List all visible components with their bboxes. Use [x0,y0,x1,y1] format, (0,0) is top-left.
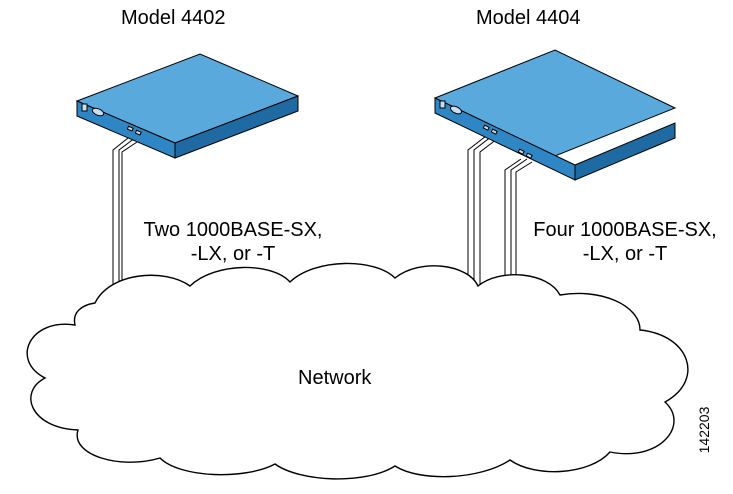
figure-id: 142203 [696,406,712,454]
device-port [482,124,490,131]
device-side [574,122,676,181]
connection-line-1: Four 1000BASE-SX, [533,219,717,241]
device-serial-port [449,105,463,115]
model-4404-connection-label: Four 1000BASE-SX, -LX, or -T [520,218,730,266]
device-side [174,95,299,159]
connection-line-1: Two 1000BASE-SX, [143,219,323,241]
device-port [134,129,142,136]
model-4404-device [433,49,677,181]
device-port [517,148,525,155]
cables-4404 [467,135,533,290]
model-4402-connection-label: Two 1000BASE-SX, -LX, or -T [123,218,343,266]
device-port [525,152,533,159]
network-label: Network [298,367,372,389]
device-power-button [81,103,88,112]
model-4402-label: Model 4402 [121,7,226,29]
device-serial-port [91,107,105,117]
device-port [126,125,134,132]
connection-line-2: -LX, or -T [582,243,668,265]
cables-4402 [112,137,138,297]
device-power-button [439,100,446,109]
device-port [490,128,498,135]
model-4402-device [75,53,300,159]
model-4404-label: Model 4404 [476,7,581,29]
network-cloud [26,262,689,480]
connection-line-2: -LX, or -T [190,243,276,265]
